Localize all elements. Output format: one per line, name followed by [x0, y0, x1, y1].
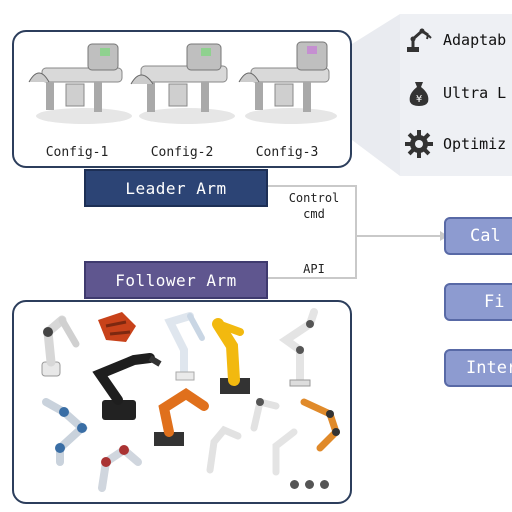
robot-arm-icon [404, 25, 434, 55]
feature-ultra-low-cost: ¥ Ultra L [404, 75, 506, 111]
right-box-filter: Fi [444, 283, 512, 321]
feature-optimized-text: Optimiz [443, 135, 506, 153]
robot-white-5 [276, 432, 294, 472]
robot-white-3 [286, 312, 314, 386]
robot-yellow [218, 324, 250, 394]
right-box-interface: Inter [444, 349, 512, 387]
feature-ultra-low-cost-text: Ultra L [443, 84, 506, 102]
robot-orange-cobot [304, 402, 340, 448]
more-dot-2 [305, 480, 314, 489]
more-dot-1 [290, 480, 299, 489]
more-dot-3 [320, 480, 329, 489]
right-box-calibration: Cal [444, 217, 512, 255]
robot-ur-1 [46, 402, 87, 462]
right-box-interface-label: Inter [466, 358, 512, 378]
robot-white-4 [210, 398, 276, 470]
money-bag-icon: ¥ [404, 78, 434, 108]
robot-white-1 [42, 320, 76, 376]
right-box-calibration-label: Cal [470, 226, 501, 246]
robot-ur-2 [101, 445, 138, 488]
gear-icon [404, 129, 434, 159]
control-cmd-label: Control cmd [280, 190, 348, 222]
robot-orange-gripper [98, 312, 136, 342]
robot-orange-kuka [154, 394, 204, 446]
follower-robots-illustration [14, 302, 350, 502]
feature-adaptable: Adaptab [404, 22, 506, 58]
svg-text:¥: ¥ [416, 94, 422, 105]
feature-optimized: Optimiz [404, 126, 506, 162]
feature-adaptable-text: Adaptab [443, 31, 506, 49]
robots-panel [12, 300, 352, 504]
robot-white-2 [170, 316, 202, 380]
robot-black [100, 358, 160, 420]
api-label: API [292, 261, 336, 277]
right-box-filter-label: Fi [484, 292, 504, 312]
